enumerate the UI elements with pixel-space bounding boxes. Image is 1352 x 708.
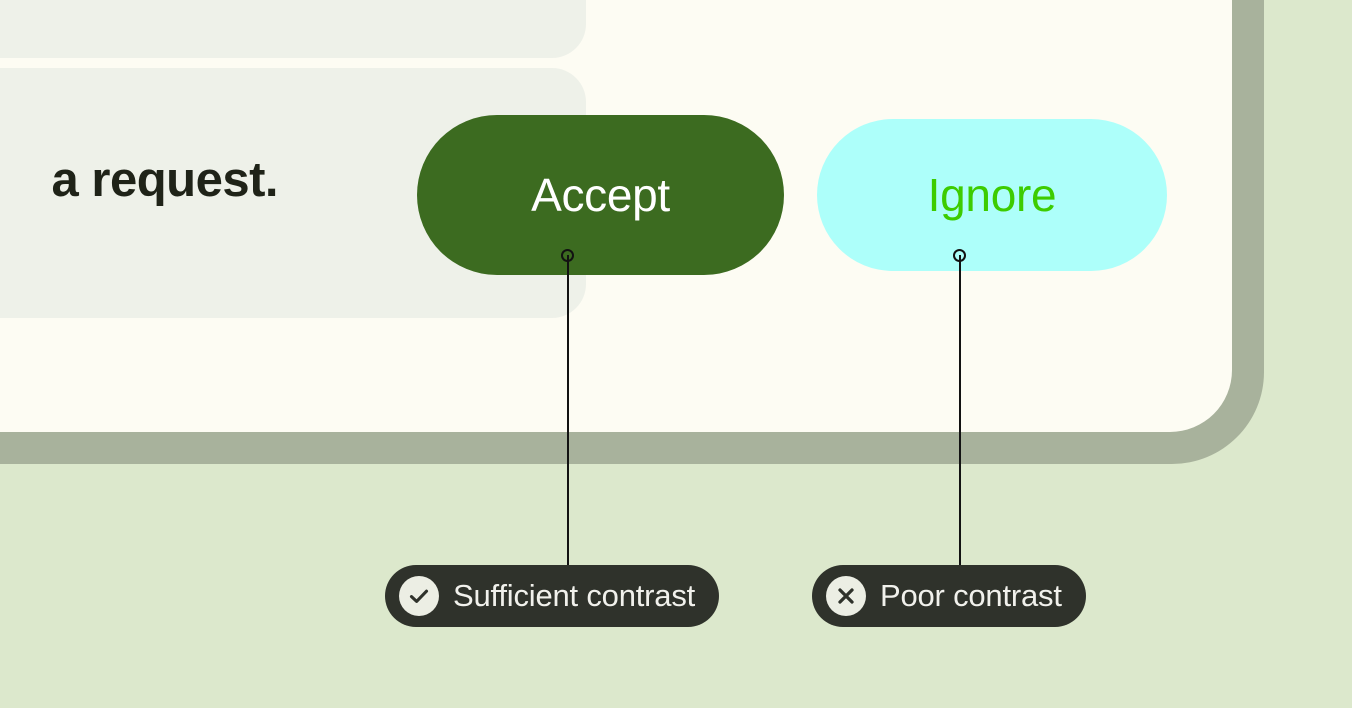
accept-button[interactable]: Accept [417,115,784,275]
ignore-button[interactable]: Ignore [817,119,1167,271]
annotation-poor-label: Poor contrast [880,578,1062,613]
message-text: a request. [51,153,279,207]
annotation-sufficient-label: Sufficient contrast [453,578,696,613]
card-top [0,0,586,58]
leader-line-accept [567,255,569,567]
device-screen: a request. Accept Ignore [0,0,1232,432]
x-circle-icon [826,576,866,616]
annotation-poor-contrast[interactable]: Poor contrast [812,565,1086,627]
annotation-sufficient-contrast[interactable]: Sufficient contrast [385,565,720,627]
device-frame: a request. Accept Ignore [0,0,1264,464]
leader-line-ignore [959,255,961,567]
check-circle-icon [399,576,439,616]
screen-content: a request. Accept Ignore [0,0,1167,318]
